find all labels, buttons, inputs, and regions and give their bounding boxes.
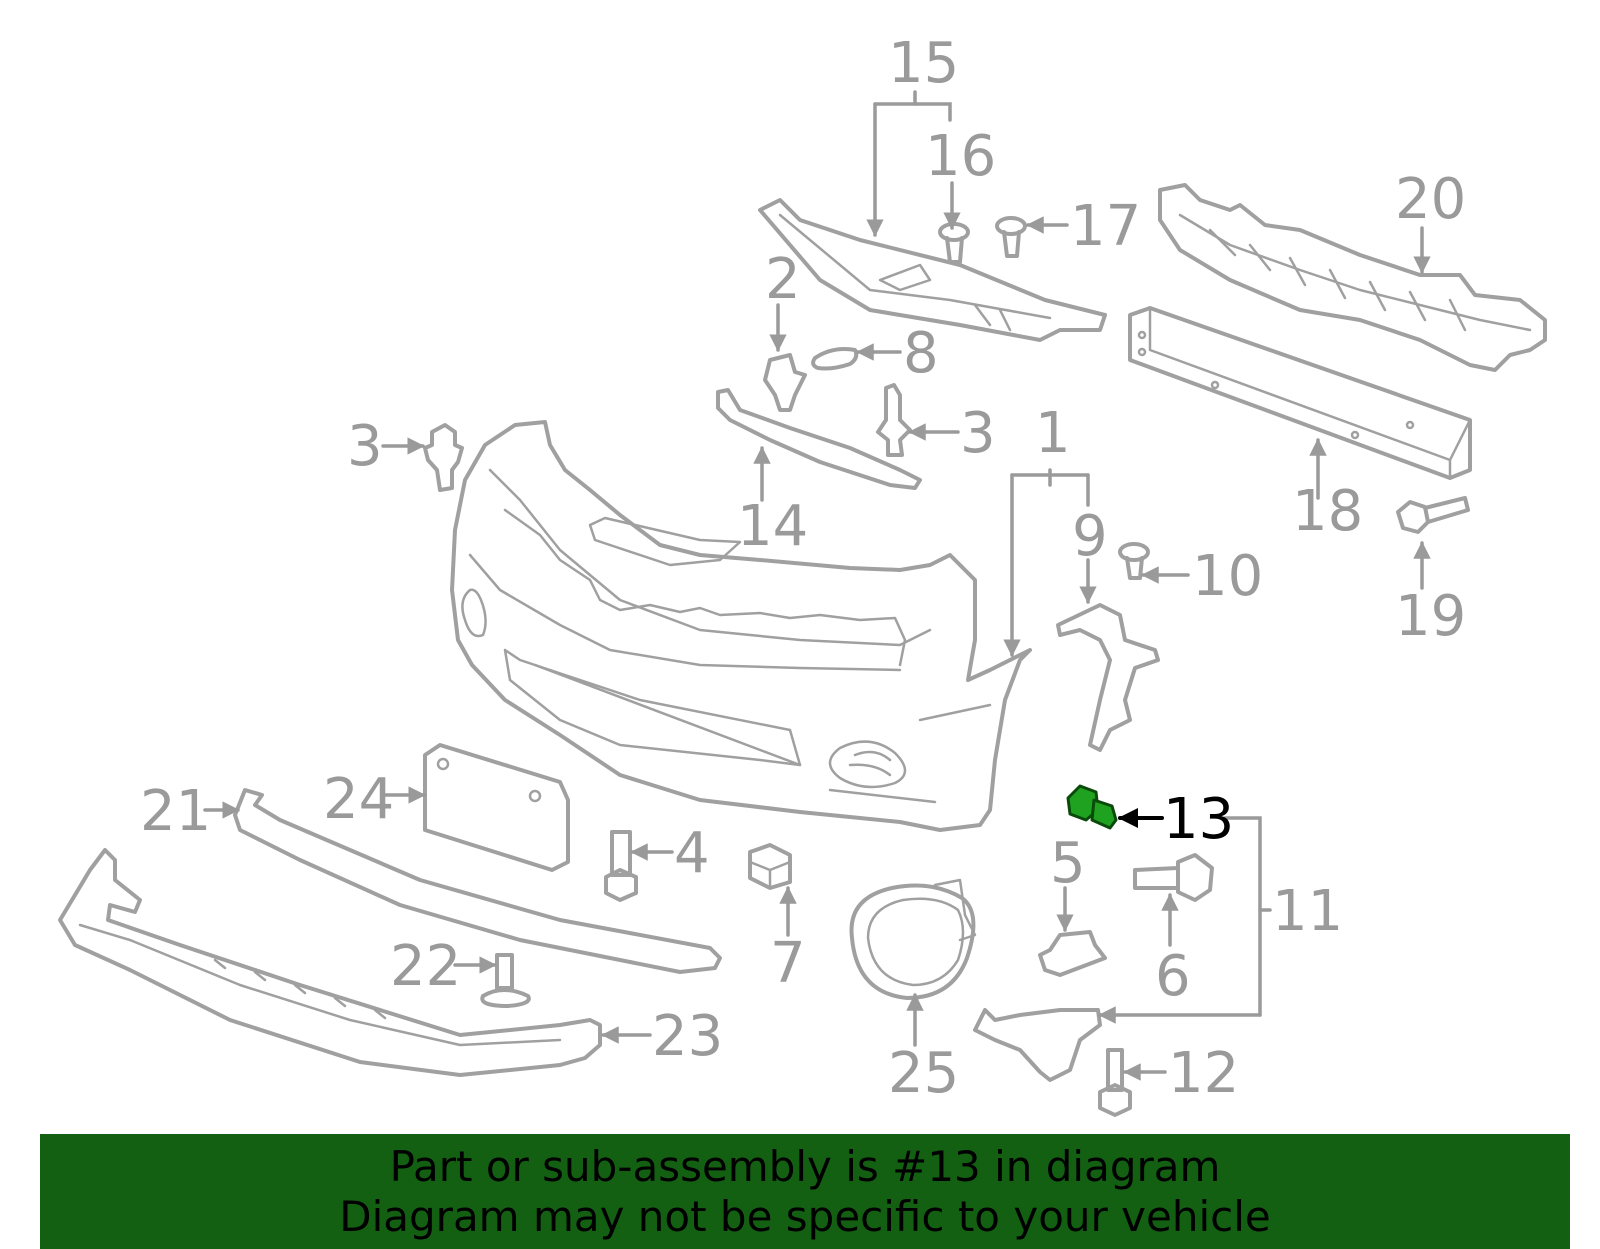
part-15-upper-cover xyxy=(758,198,1107,342)
callout-16: 16 xyxy=(925,124,996,189)
part-20-energy-absorber xyxy=(1158,183,1547,372)
part-25-fog-lamp-bezel xyxy=(849,878,977,1000)
callout-20: 20 xyxy=(1395,167,1466,232)
callout-7: 7 xyxy=(770,931,806,996)
callout-1: 1 xyxy=(1035,401,1071,466)
part-7-clip xyxy=(748,843,792,890)
part-16-push-pin xyxy=(938,222,970,264)
callout-10: 10 xyxy=(1192,544,1263,609)
part-12-bolt xyxy=(1098,1048,1132,1117)
part-3-retainer-right xyxy=(876,383,912,457)
part-23-lower-spoiler xyxy=(58,848,602,1077)
part-19-bolt xyxy=(1396,496,1470,534)
callout-3-left: 3 xyxy=(347,414,383,479)
callout-5: 5 xyxy=(1050,831,1086,896)
part-11-bracket xyxy=(973,1008,1102,1082)
callout-19: 19 xyxy=(1395,584,1466,649)
callout-3-right: 3 xyxy=(960,401,996,466)
callout-6: 6 xyxy=(1155,944,1191,1009)
callout-21: 21 xyxy=(140,779,211,844)
callout-17: 17 xyxy=(1070,194,1141,259)
part-8-clip xyxy=(811,347,859,371)
part-4-bolt xyxy=(604,830,638,902)
callout-labels: 15 16 17 20 2 8 3 3 14 1 9 10 18 19 13 5… xyxy=(140,31,1466,1106)
callout-12: 12 xyxy=(1168,1041,1239,1106)
callout-4: 4 xyxy=(674,821,710,886)
part-1-bumper-fascia xyxy=(450,420,1032,832)
part-24-license-bracket xyxy=(423,743,570,872)
callout-2: 2 xyxy=(765,247,801,312)
part-18-impact-bar xyxy=(1128,306,1472,480)
part-22-push-pin xyxy=(480,953,531,1008)
info-banner: Part or sub-assembly is #13 in diagram D… xyxy=(40,1134,1570,1249)
part-17-push-pin xyxy=(995,216,1027,258)
part-13-bolt-highlighted xyxy=(1066,784,1118,830)
callout-15: 15 xyxy=(888,31,959,96)
part-6-bolt xyxy=(1133,853,1214,902)
part-21-deflector xyxy=(233,788,722,974)
part-3-retainer-left xyxy=(423,423,464,492)
banner-line-2: Diagram may not be specific to your vehi… xyxy=(339,1191,1271,1241)
callout-25: 25 xyxy=(888,1041,959,1106)
callout-22: 22 xyxy=(390,934,461,999)
leader-lines xyxy=(203,90,1431,1081)
part-5-clip xyxy=(1038,930,1107,977)
callout-23: 23 xyxy=(652,1004,723,1069)
callout-8: 8 xyxy=(903,321,939,386)
part-10-push-pin xyxy=(1118,542,1150,580)
callout-24: 24 xyxy=(323,767,394,832)
part-2-retainer xyxy=(763,353,807,412)
part-9-bracket xyxy=(1056,603,1160,752)
callout-11: 11 xyxy=(1272,879,1343,944)
part-14-molding xyxy=(716,388,922,490)
callout-18: 18 xyxy=(1292,479,1363,544)
callout-14: 14 xyxy=(737,494,808,559)
callout-9: 9 xyxy=(1072,504,1108,569)
banner-line-1: Part or sub-assembly is #13 in diagram xyxy=(389,1141,1221,1191)
callout-13: 13 xyxy=(1163,787,1234,852)
